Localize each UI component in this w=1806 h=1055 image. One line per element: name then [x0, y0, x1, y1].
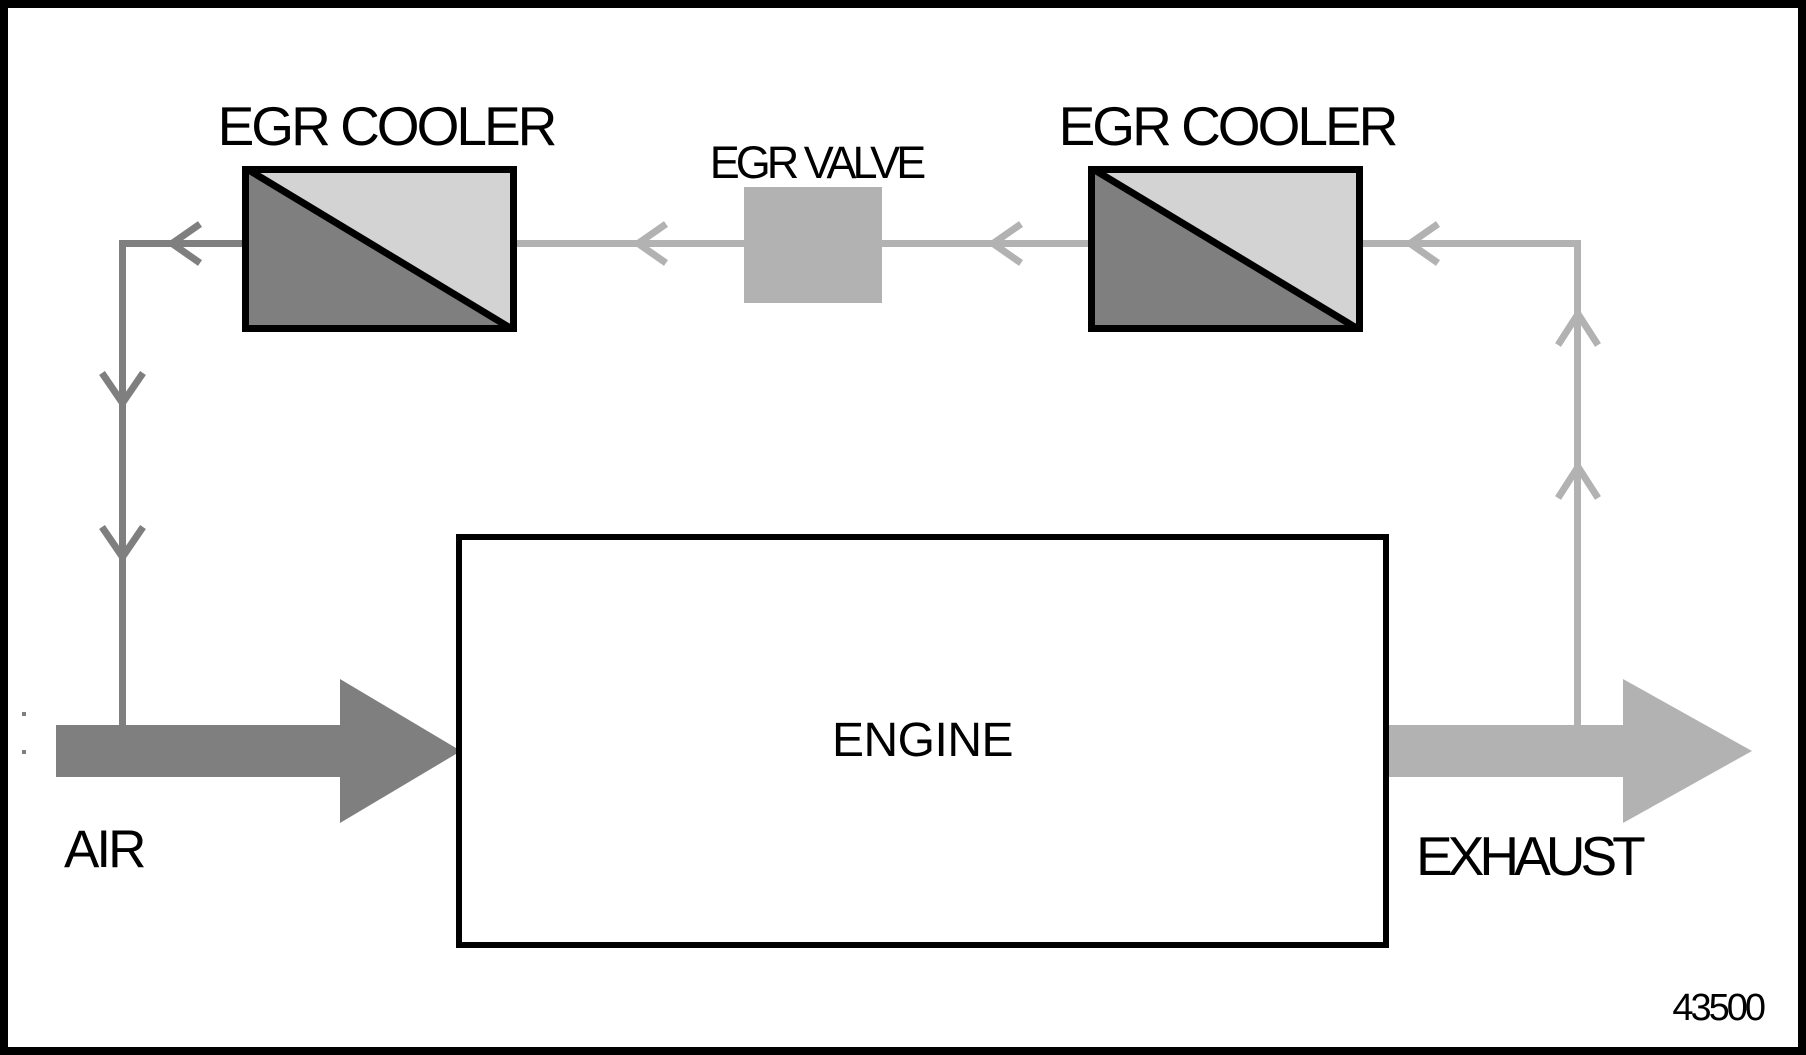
exhaust-riser-pipe — [1363, 240, 1581, 727]
air-label: AIR — [64, 820, 146, 879]
egr-cooler-left-box — [242, 166, 517, 332]
figure-number: 43500 — [1672, 987, 1766, 1029]
arrowhead-left-icon — [165, 221, 203, 266]
arrowhead-up-icon — [1555, 307, 1601, 347]
egr-valve-label: EGR VALVE — [709, 137, 926, 188]
egr-cooler-right-box — [1088, 166, 1363, 332]
arrowhead-left-icon — [631, 221, 669, 266]
arrowhead-down-icon — [99, 371, 146, 410]
exhaust-label: EXHAUST — [1416, 825, 1646, 887]
cooler-border — [242, 166, 517, 332]
intake-return-pipe — [119, 240, 243, 726]
egr-cooler-right-label: EGR COOLER — [1058, 95, 1399, 157]
artifact-dot — [22, 750, 26, 754]
arrowhead-left-icon — [1403, 221, 1441, 266]
exhaust-flow-arrow — [1389, 679, 1752, 823]
arrowhead-up-icon — [1555, 460, 1601, 500]
egr-cooler-left-label: EGR COOLER — [217, 95, 558, 157]
egr-valve-box — [744, 187, 882, 303]
engine-box: ENGINE — [456, 534, 1389, 948]
cooler-diagonal-divider — [242, 166, 517, 332]
arrowhead-down-icon — [99, 525, 146, 564]
arrowhead-left-icon — [986, 221, 1024, 266]
cooler-border — [1088, 166, 1363, 332]
cooler-diagonal-divider — [1088, 166, 1363, 332]
air-flow-arrow — [56, 679, 461, 823]
artifact-dot — [22, 712, 26, 716]
engine-label: ENGINE — [831, 714, 1014, 767]
